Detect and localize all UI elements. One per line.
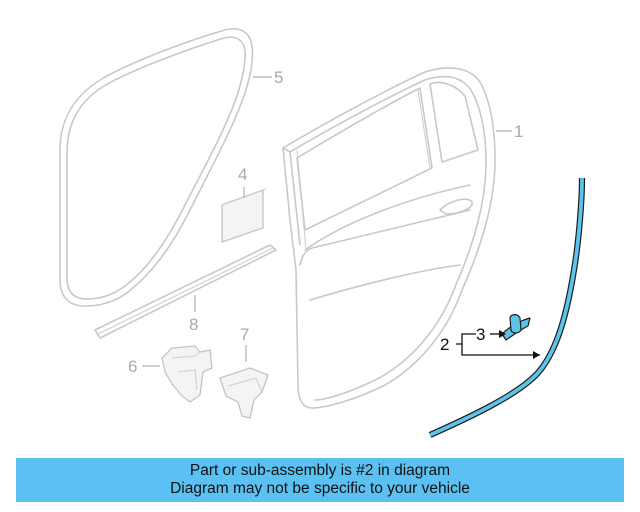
callout-3: 3 [476,325,485,344]
arrow-3 [499,330,506,338]
arrow-2 [533,351,540,359]
part-2-highlighted-weatherstrip[interactable] [428,177,586,438]
part-4-pad[interactable]: 4 [221,165,267,243]
part-1-window-frame[interactable] [282,81,479,246]
callout-2: 2 [440,335,449,354]
leader-2-lower [461,344,540,356]
info-banner: Part or sub-assembly is #2 in diagram Di… [16,458,624,502]
part-3-highlighted-clip[interactable] [501,314,531,341]
callout-8: 8 [189,315,198,334]
part-6-bracket[interactable]: 6 [128,345,213,403]
callout-6: 6 [128,357,137,376]
callout-7: 7 [240,325,249,344]
callout-5: 5 [274,68,283,87]
callout-group-2-3: 2 3 [440,325,540,359]
part-5-weatherstrip[interactable]: 5 [59,28,283,307]
part-1-rear-door[interactable]: 1 [282,67,523,409]
callout-4: 4 [238,165,247,184]
part-8-belt-molding[interactable]: 8 [94,244,277,339]
leader-2-upper [456,333,476,345]
part-7-bracket[interactable]: 7 [219,325,269,419]
banner-line-2: Diagram may not be specific to your vehi… [170,480,470,497]
callout-1: 1 [514,122,523,141]
parts-diagram: 5 4 8 1 6 [59,28,586,438]
banner-line-1: Part or sub-assembly is #2 in diagram [189,462,451,479]
